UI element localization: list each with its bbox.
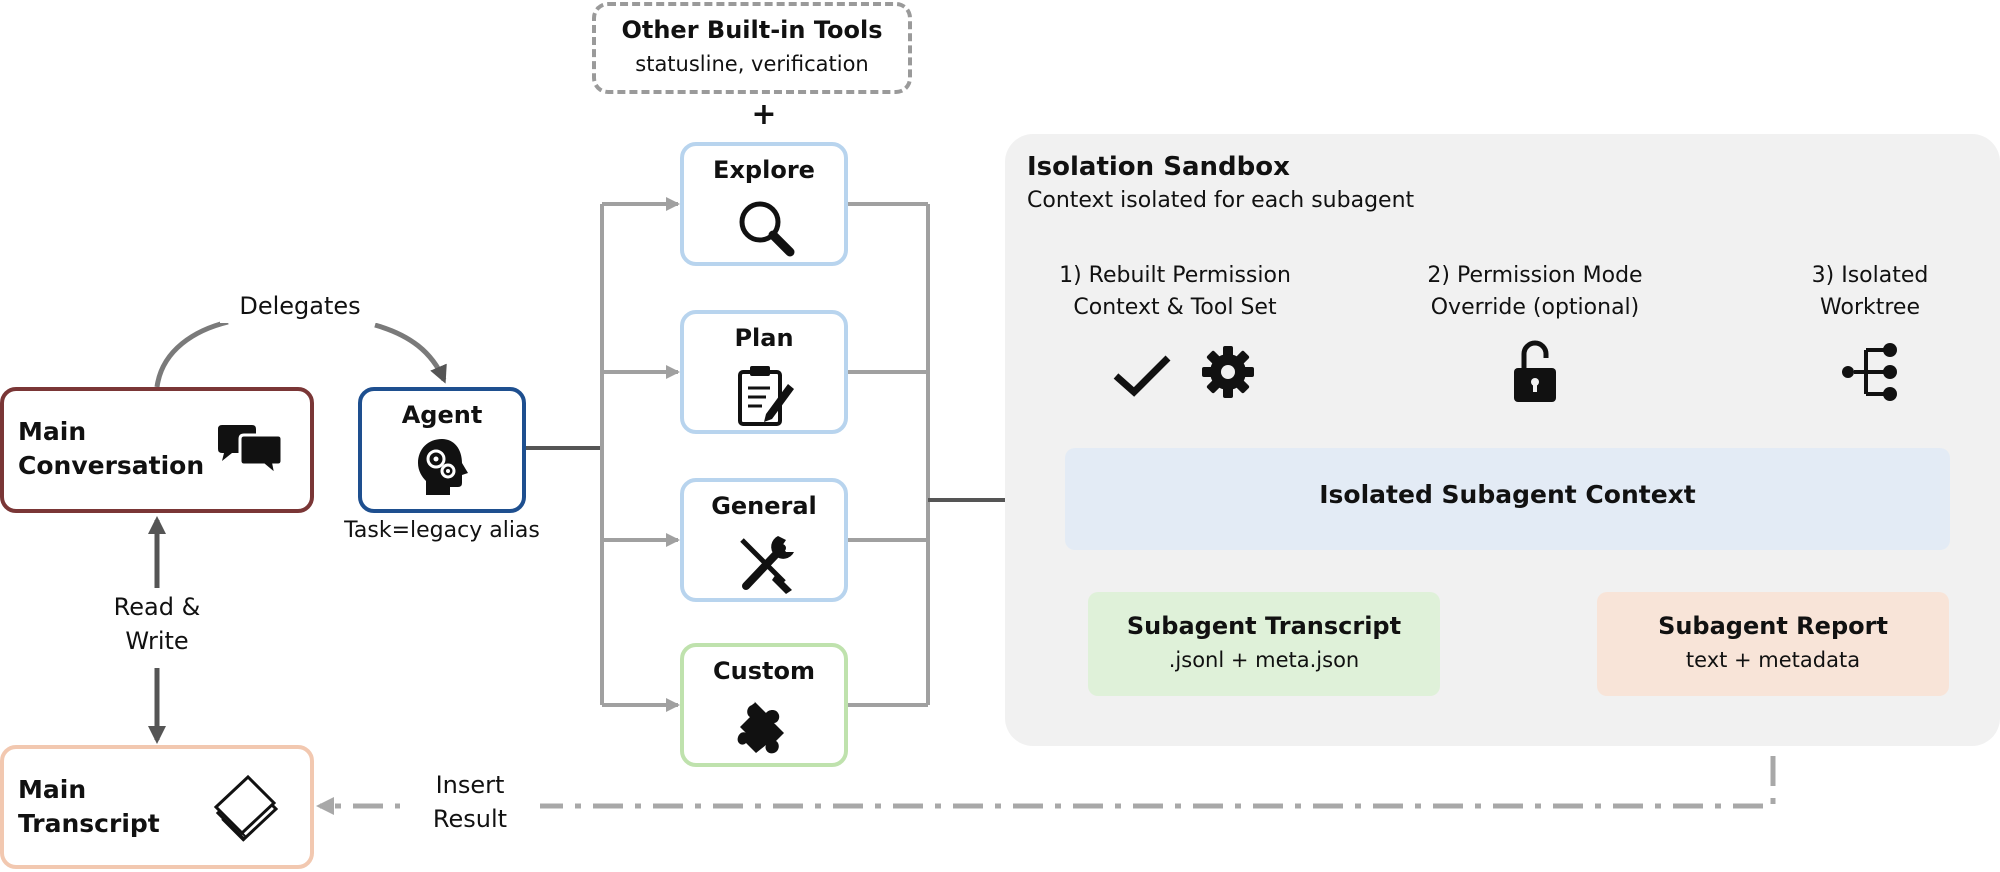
clipboard-icon — [738, 366, 794, 426]
feature-isolated-worktree-text: 3) Isolated Worktree — [1790, 260, 1950, 324]
insert-result-label: Insert Result — [400, 768, 540, 836]
head-gears-icon — [418, 439, 468, 495]
other-tools-box: Other Built-in Tools statusline, verific… — [592, 2, 912, 94]
other-tools-title: Other Built-in Tools — [621, 16, 883, 44]
agent-caption: Task=legacy alias — [344, 518, 540, 543]
tool-general-box: General — [680, 478, 848, 602]
read-write-line1: Read & — [113, 593, 201, 621]
unlocked-padlock-icon — [1514, 340, 1556, 402]
main-transcript-box: Main Transcript — [0, 745, 314, 869]
agent-box: Agent — [358, 387, 526, 513]
plus-sign: + — [751, 97, 777, 132]
tool-custom-title: Custom — [713, 657, 815, 685]
tool-general-title: General — [711, 492, 817, 520]
main-conversation-line1: Main — [18, 417, 87, 446]
stacked-pages-icon — [213, 774, 279, 842]
delegates-arc-right — [374, 322, 447, 384]
magnifier-icon — [739, 201, 795, 257]
subagent-transcript-title: Subagent Transcript — [1126, 612, 1402, 640]
subagent-report-title: Subagent Report — [1658, 612, 1888, 640]
main-conversation-line2: Conversation — [18, 451, 205, 480]
feature-3-line1: 3) Isolated — [1811, 263, 1929, 288]
puzzle-icon — [737, 701, 784, 754]
chat-bubbles-icon — [218, 425, 284, 477]
feature-2-line2: Override (optional) — [1430, 295, 1640, 320]
sandbox-subtitle: Context isolated for each subagent — [1027, 188, 1415, 213]
tool-plan-title: Plan — [734, 324, 794, 352]
main-transcript-line2: Transcript — [18, 809, 160, 838]
main-conversation-box: Main Conversation — [0, 387, 314, 513]
tool-explore-title: Explore — [713, 156, 815, 184]
subagent-report-subtitle: text + metadata — [1685, 648, 1861, 672]
feature-2-line1: 2) Permission Mode — [1427, 263, 1643, 288]
tool-custom-box: Custom — [680, 643, 848, 767]
read-write-label: Read & Write — [77, 590, 237, 658]
tools-icon — [740, 536, 794, 594]
agent-title: Agent — [401, 401, 483, 429]
delegates-label: Delegates — [220, 289, 380, 323]
checkmark-icon — [1113, 355, 1171, 397]
insert-result-line2: Result — [432, 805, 508, 833]
isolated-context-label: Isolated Subagent Context — [1319, 480, 1696, 509]
feature-1-line2: Context & Tool Set — [1073, 295, 1277, 320]
gear-icon — [1202, 346, 1254, 398]
feature-rebuilt-permission-text: 1) Rebuilt Permission Context & Tool Set — [1030, 260, 1320, 324]
branch-tree-icon — [1842, 343, 1897, 401]
main-transcript-title: Main Transcript — [18, 773, 160, 841]
tool-explore-box: Explore — [680, 142, 848, 266]
delegates-arc-left — [154, 319, 229, 388]
insert-result-line1: Insert — [435, 771, 505, 799]
subagent-transcript-subtitle: .jsonl + meta.json — [1168, 648, 1360, 672]
subagent-transcript-box: Subagent Transcript .jsonl + meta.json — [1088, 592, 1440, 696]
main-transcript-line1: Main — [18, 775, 87, 804]
isolated-subagent-context: Isolated Subagent Context — [1065, 448, 1950, 550]
sandbox-title: Isolation Sandbox — [1027, 152, 1290, 182]
tool-plan-box: Plan — [680, 310, 848, 434]
main-conversation-title: Main Conversation — [18, 415, 204, 483]
read-write-line2: Write — [125, 627, 189, 655]
other-tools-subtitle: statusline, verification — [635, 52, 869, 76]
feature-permission-mode-text: 2) Permission Mode Override (optional) — [1400, 260, 1670, 324]
feature-1-line1: 1) Rebuilt Permission — [1059, 263, 1291, 288]
feature-3-line2: Worktree — [1820, 295, 1920, 320]
subagent-report-box: Subagent Report text + metadata — [1597, 592, 1949, 696]
